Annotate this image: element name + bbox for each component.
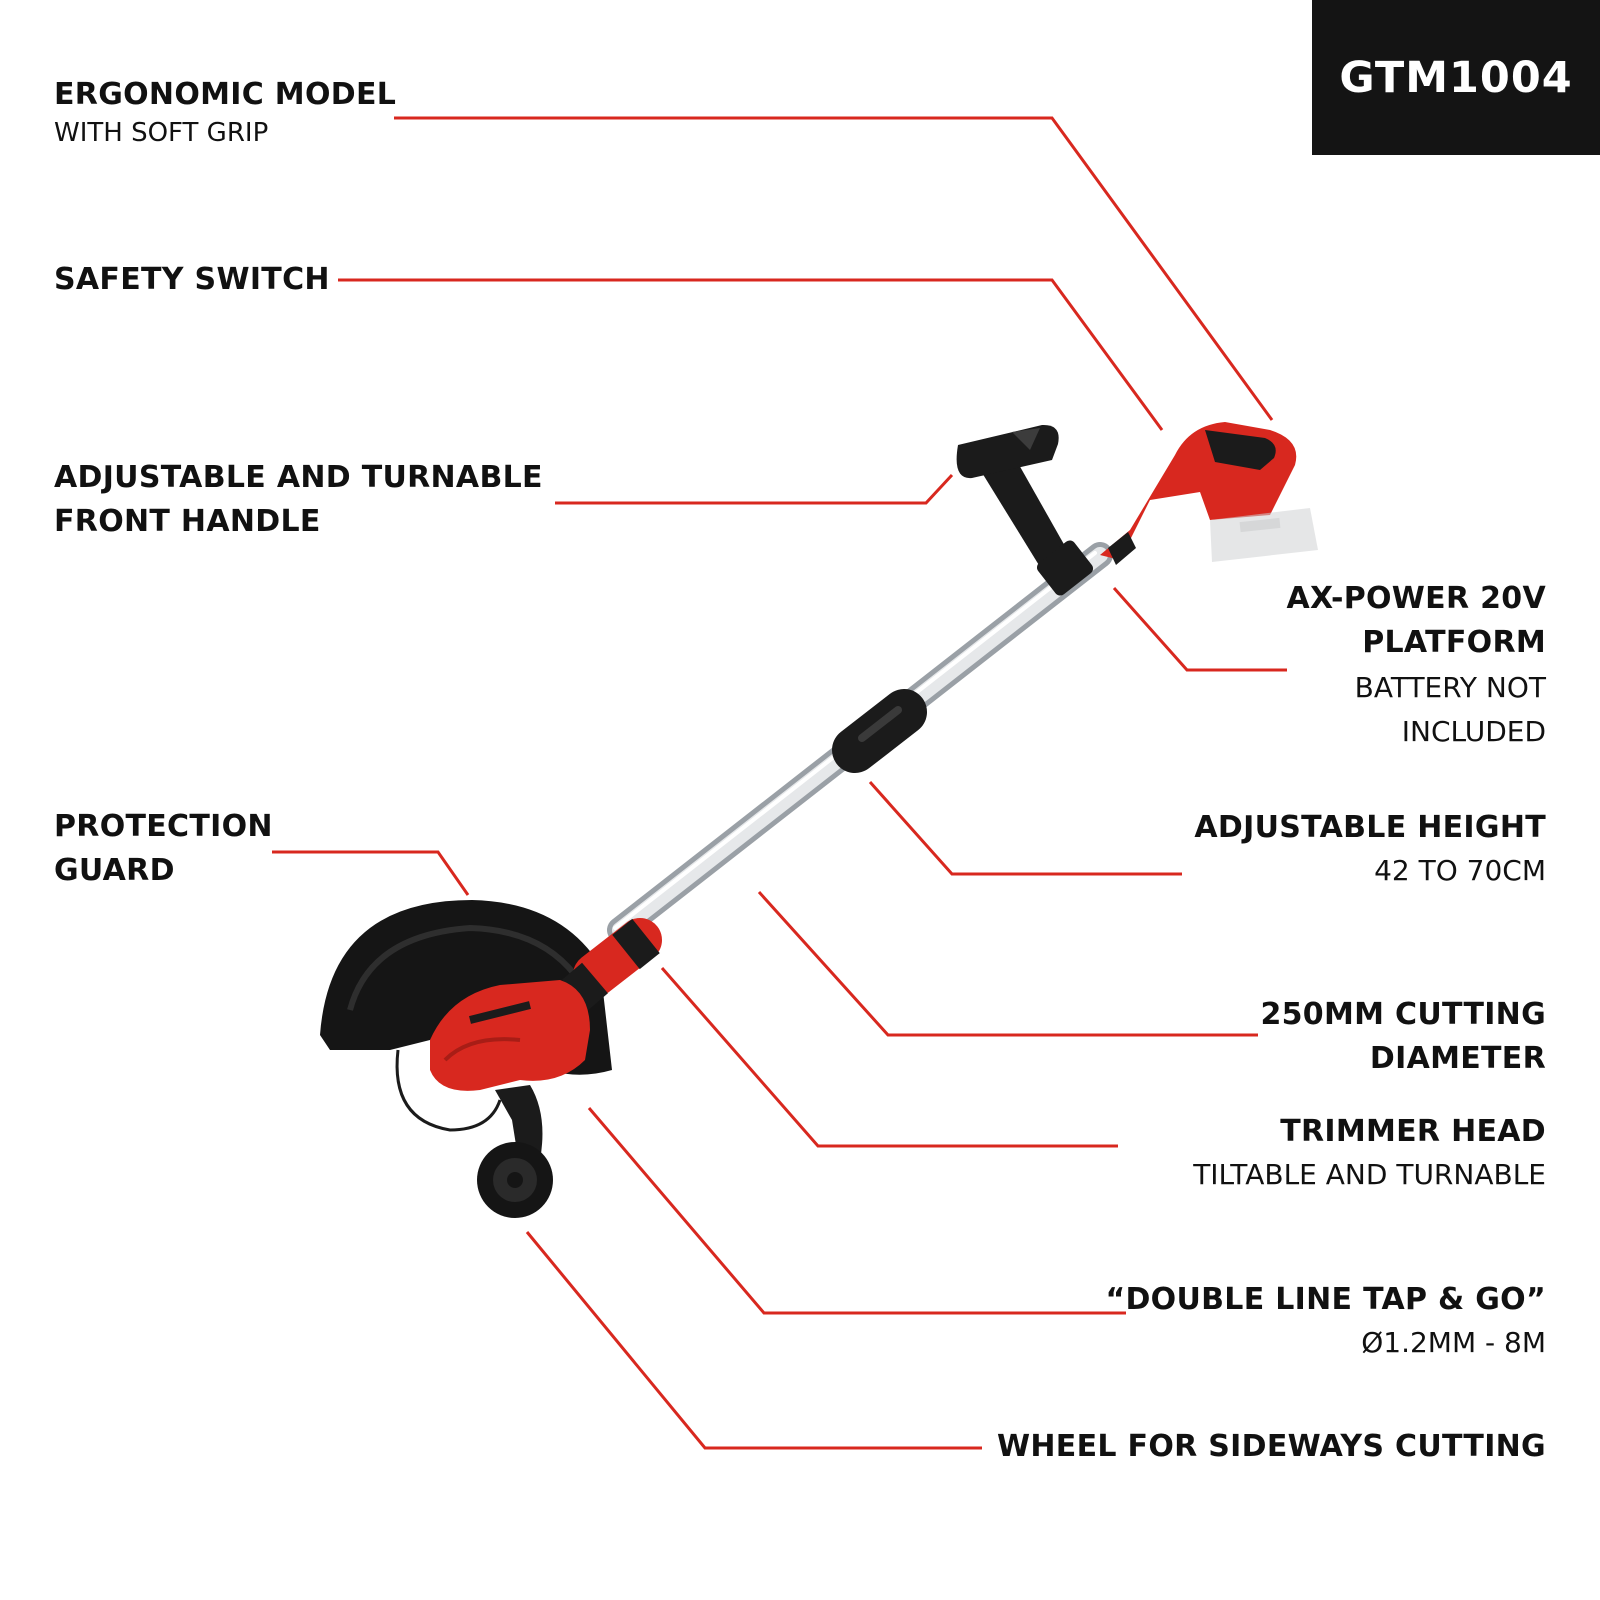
callout-height-sub: 42 TO 70CM bbox=[1374, 854, 1546, 887]
callout-platform: AX-POWER 20V PLATFORM BATTERY NOT INCLUD… bbox=[1286, 584, 1546, 746]
callout-cutting: 250MM CUTTING DIAMETER bbox=[1260, 1000, 1546, 1074]
cutting-line bbox=[395, 1049, 502, 1132]
leader-protection bbox=[272, 850, 470, 896]
callout-front-handle-title-2: FRONT HANDLE bbox=[54, 504, 321, 539]
callout-platform-title-1: AX-POWER 20V bbox=[1286, 581, 1546, 616]
wheel bbox=[477, 1085, 553, 1218]
model-number: GTM1004 bbox=[1339, 52, 1573, 103]
callout-ergonomic-title: ERGONOMIC MODEL bbox=[54, 77, 397, 112]
callout-cutting-title-1: 250MM CUTTING bbox=[1260, 997, 1546, 1032]
callout-protection: PROTECTION GUARD bbox=[54, 812, 273, 886]
leader-height bbox=[868, 781, 1182, 876]
callout-head-title: TRIMMER HEAD bbox=[1280, 1114, 1546, 1149]
callout-line: “DOUBLE LINE TAP & GO” Ø1.2MM - 8M bbox=[1105, 1285, 1546, 1357]
callout-wheel-title: WHEEL FOR SIDEWAYS CUTTING bbox=[996, 1429, 1546, 1464]
leader-cutting bbox=[757, 890, 1258, 1037]
leader-platform bbox=[1112, 587, 1287, 672]
callout-platform-sub-2: INCLUDED bbox=[1401, 715, 1546, 748]
callout-front-handle: ADJUSTABLE AND TURNABLE FRONT HANDLE bbox=[54, 463, 543, 537]
leader-wheel bbox=[525, 1231, 982, 1450]
model-badge: GTM1004 bbox=[1312, 0, 1600, 155]
callout-height: ADJUSTABLE HEIGHT 42 TO 70CM bbox=[1194, 813, 1546, 885]
callout-wheel: WHEEL FOR SIDEWAYS CUTTING bbox=[997, 1432, 1546, 1462]
callout-height-title: ADJUSTABLE HEIGHT bbox=[1194, 810, 1546, 845]
leader-head bbox=[660, 967, 1118, 1148]
callout-platform-title-2: PLATFORM bbox=[1362, 625, 1546, 660]
callout-safety-title: SAFETY SWITCH bbox=[54, 262, 330, 297]
leader-line bbox=[587, 1107, 1126, 1315]
leader-safety bbox=[338, 278, 1164, 431]
leader-front-handle bbox=[555, 473, 954, 505]
battery-mount bbox=[1210, 508, 1318, 562]
callout-safety: SAFETY SWITCH bbox=[54, 265, 330, 295]
leader-ergonomic bbox=[394, 116, 1274, 421]
callout-line-sub: Ø1.2MM - 8M bbox=[1361, 1326, 1546, 1359]
callout-ergonomic: ERGONOMIC MODEL WITH SOFT GRIP bbox=[54, 77, 397, 148]
leader-lines bbox=[272, 116, 1287, 1450]
callout-protection-title-1: PROTECTION bbox=[54, 809, 273, 844]
callout-head: TRIMMER HEAD TILTABLE AND TURNABLE bbox=[1193, 1117, 1546, 1189]
callout-front-handle-title-1: ADJUSTABLE AND TURNABLE bbox=[54, 460, 543, 495]
front-handle bbox=[956, 424, 1094, 596]
callout-ergonomic-sub: WITH SOFT GRIP bbox=[54, 118, 269, 148]
callout-platform-sub-1: BATTERY NOT bbox=[1354, 671, 1546, 704]
callout-cutting-title-2: DIAMETER bbox=[1369, 1041, 1546, 1076]
callout-protection-title-2: GUARD bbox=[54, 853, 175, 888]
height-collar bbox=[832, 689, 927, 773]
callout-head-sub: TILTABLE AND TURNABLE bbox=[1193, 1158, 1546, 1191]
rear-handle bbox=[1100, 422, 1297, 565]
callout-line-title: “DOUBLE LINE TAP & GO” bbox=[1105, 1282, 1546, 1317]
trimmer-head bbox=[430, 918, 662, 1091]
